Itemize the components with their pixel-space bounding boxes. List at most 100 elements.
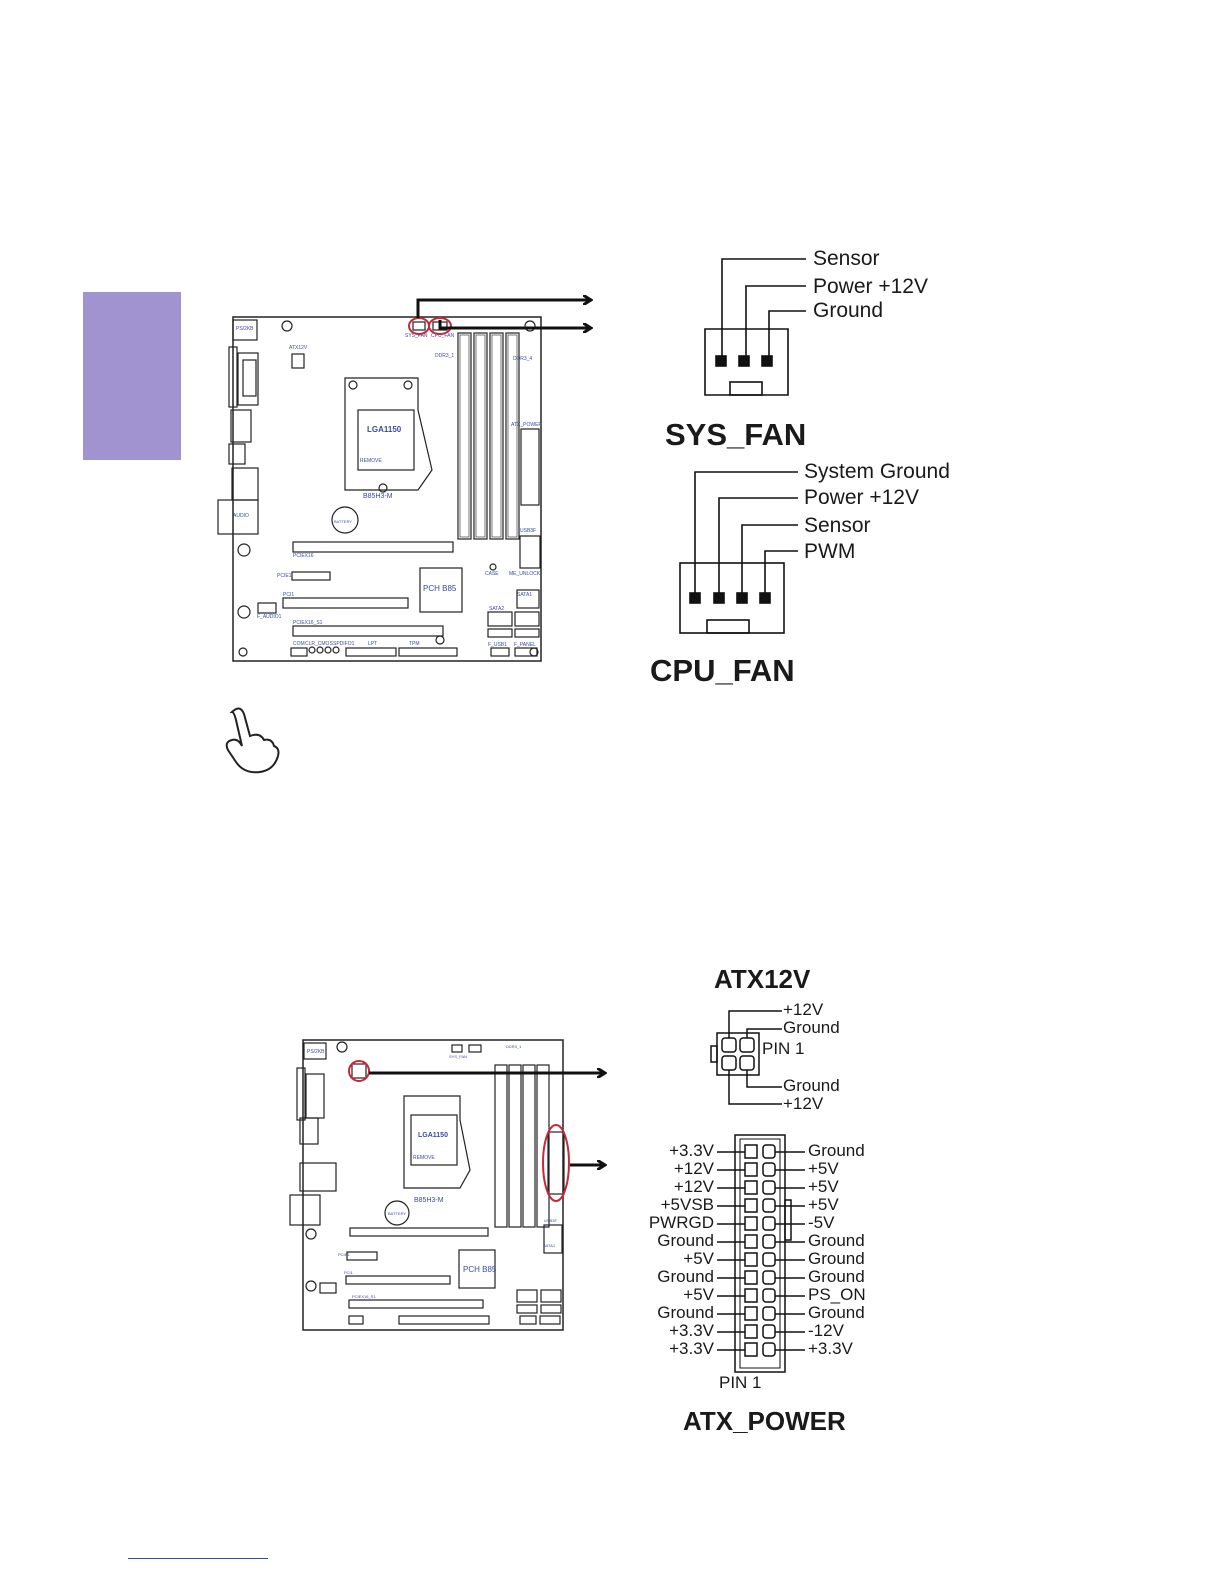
board2-ps2-label: PS/2KB bbox=[307, 1049, 325, 1055]
atx-power-pin-left bbox=[744, 1144, 758, 1159]
atx-power-right-label: -12V bbox=[808, 1321, 844, 1340]
sysfan-title: SYS_FAN bbox=[665, 417, 807, 452]
atx-power-left-label: Ground bbox=[657, 1267, 714, 1286]
board1-pciex16-label: PCIEX16 bbox=[293, 553, 314, 559]
board1-ddr1-label: DDR3_1 bbox=[435, 353, 454, 359]
sysfan-pin-sensor: Sensor bbox=[813, 247, 880, 270]
board2-labels: PS/2KB SYS_FAN DDR3_1 LGA1150 REMOVE B85… bbox=[307, 1044, 557, 1299]
atx-power-pin-left bbox=[744, 1342, 758, 1357]
atx-power-pin-left bbox=[744, 1162, 758, 1177]
board1-lpt-label: LPT bbox=[368, 641, 377, 647]
atx-power-right-label: Ground bbox=[808, 1141, 865, 1160]
board1-fusb-label: F_USB1 bbox=[488, 642, 507, 648]
atx-power-pin-left bbox=[744, 1306, 758, 1321]
board1-atx12v-label: ATX12V bbox=[289, 345, 308, 351]
board2-pch-label: PCH B85 bbox=[463, 1265, 497, 1274]
atx12v-pin-ground-bottom: Ground bbox=[783, 1076, 840, 1095]
sysfan-highlight bbox=[408, 317, 430, 335]
atx12v-pin-ground-top: Ground bbox=[783, 1018, 840, 1037]
atx-power-pin-left bbox=[744, 1324, 758, 1339]
sysfan-pin-ground: Ground bbox=[813, 299, 884, 322]
board1-tpm-label: TPM bbox=[409, 641, 420, 647]
atx-power-left-label: +5VSB bbox=[660, 1195, 714, 1214]
atx-power-pin-left bbox=[744, 1198, 758, 1213]
board1-pcie1-label: PCIE1 bbox=[277, 573, 292, 579]
atx-power-right-label: +5V bbox=[808, 1159, 839, 1178]
atx-power-pin-right bbox=[762, 1306, 776, 1321]
board2-ddr-label: DDR3_1 bbox=[506, 1044, 522, 1049]
board1-meunlock-label: ME_UNLOCK bbox=[509, 571, 541, 577]
atx-power-pin-left bbox=[744, 1216, 758, 1231]
board1-labels: PS/2KB ATX12V SYS_FAN CPU_FAN DDR3_1 DDR… bbox=[233, 326, 542, 648]
atx12v-pin1-label: PIN 1 bbox=[762, 1039, 805, 1058]
atx-power-pin-right bbox=[762, 1198, 776, 1213]
board1-socket-label: LGA1150 bbox=[367, 425, 402, 434]
atx-power-left-label: PWRGD bbox=[648, 1213, 714, 1232]
atx-power-pin-right bbox=[762, 1270, 776, 1285]
atx-power-right-label: +3.3V bbox=[808, 1339, 853, 1358]
footer-rule bbox=[128, 1558, 268, 1559]
atx-power-pin-right bbox=[762, 1216, 776, 1231]
atxpower-highlight bbox=[542, 1124, 570, 1202]
atx-power-pin-left bbox=[744, 1180, 758, 1195]
atx12v-connector bbox=[710, 1010, 782, 1105]
board1-audio-label: AUDIO bbox=[233, 513, 249, 519]
board2-pci1-label: PCI1 bbox=[344, 1270, 354, 1275]
atx-power-right-label: +5V bbox=[808, 1195, 839, 1214]
board1-cpufan-label: CPU_FAN bbox=[431, 333, 454, 339]
board1-faudio-label: F_AUDIO1 bbox=[257, 614, 282, 620]
board1-battery-label: BATTERY bbox=[334, 519, 352, 524]
atx-power-left-label: Ground bbox=[657, 1303, 714, 1322]
atx-power-right-label: Ground bbox=[808, 1303, 865, 1322]
board1-pciex16s1-label: PCIEX16_S1 bbox=[293, 620, 323, 626]
sys-fan-connector bbox=[704, 258, 806, 396]
board2-sysfan-label: SYS_FAN bbox=[449, 1054, 467, 1059]
board2-pcie1-label: PCIE1 bbox=[338, 1252, 350, 1257]
board1-spdif-label: SPDIFO1 bbox=[333, 641, 355, 647]
atx-power-left-label: +3.3V bbox=[669, 1339, 714, 1358]
board1-remove-label: REMOVE bbox=[360, 458, 382, 464]
atx12v-highlight bbox=[348, 1060, 370, 1082]
board1-pci1-label: PCI1 bbox=[283, 592, 294, 598]
board2-pciex16s1-label: PCIEX16_S1 bbox=[352, 1294, 376, 1299]
atx-power-right-label: +5V bbox=[808, 1177, 839, 1196]
board2-socket-label: LGA1150 bbox=[418, 1132, 448, 1139]
atx-power-right-label: Ground bbox=[808, 1231, 865, 1250]
atx-power-pin-right bbox=[762, 1252, 776, 1267]
atx-power-left-label: +5V bbox=[683, 1249, 714, 1268]
atx-power-pin-right bbox=[762, 1324, 776, 1339]
atx12v-pin-12v-bottom: +12V bbox=[783, 1094, 824, 1113]
atx-power-right-label: Ground bbox=[808, 1267, 865, 1286]
motherboard-diagram-bottom bbox=[289, 1039, 565, 1331]
atx-power-pin-right bbox=[762, 1288, 776, 1303]
atx-power-right-label: -5V bbox=[808, 1213, 835, 1232]
board2-sata-label: SATA1 bbox=[543, 1243, 556, 1248]
atx-power-connector bbox=[717, 1134, 805, 1373]
board1-usb3f-label: USB3F bbox=[520, 528, 536, 534]
cpufan-title: CPU_FAN bbox=[650, 653, 795, 688]
atx-power-pin-right bbox=[762, 1180, 776, 1195]
atx-power-pin-left bbox=[744, 1270, 758, 1285]
atx-power-left-label: +12V bbox=[673, 1177, 714, 1196]
board1-atxpower-label: ATX_POWER bbox=[511, 422, 542, 428]
board1-pch-label: PCH B85 bbox=[423, 584, 457, 593]
board2-battery-label: BATTERY bbox=[388, 1211, 406, 1216]
sysfan-pin-power: Power +12V bbox=[813, 275, 928, 298]
board1-sata1-label: SATA1 bbox=[517, 592, 532, 598]
board1-sata2-label: SATA2 bbox=[489, 606, 504, 612]
board1-ddr4-label: DDR3_4 bbox=[513, 356, 532, 362]
board1-fpanel-label: F_PANEL bbox=[514, 642, 536, 648]
cpufan-pin-sensor: Sensor bbox=[804, 514, 871, 537]
atx-power-pin-left bbox=[744, 1252, 758, 1267]
atx12v-title: ATX12V bbox=[714, 964, 811, 994]
atx-power-right-label: PS_ON bbox=[808, 1285, 866, 1304]
board2-remove-label: REMOVE bbox=[413, 1155, 435, 1161]
atx-power-pin-left bbox=[744, 1234, 758, 1249]
atx-power-pin-right bbox=[762, 1144, 776, 1159]
atx-power-right-label: Ground bbox=[808, 1249, 865, 1268]
atx-power-pin-right bbox=[762, 1162, 776, 1177]
board1-model-label: B85H3-M bbox=[363, 493, 393, 500]
board1-clrcmos-label: CLR_CMOS bbox=[305, 641, 333, 647]
cpu-fan-connector bbox=[679, 471, 798, 634]
